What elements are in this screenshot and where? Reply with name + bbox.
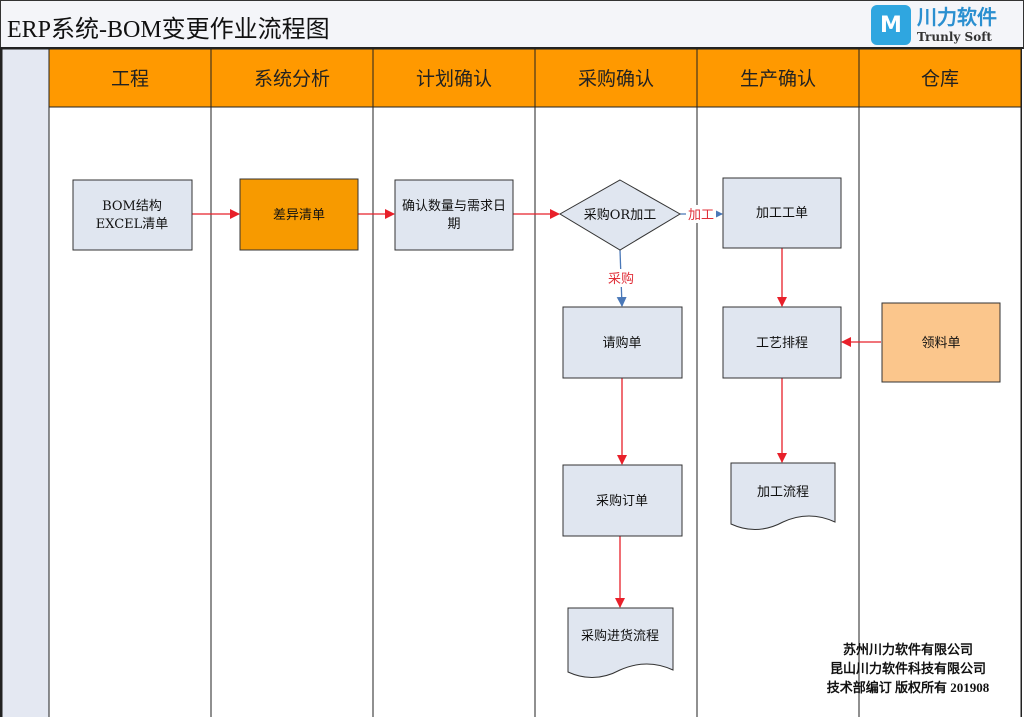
node-decision bbox=[559, 179, 681, 251]
edge-label-process: 加工 bbox=[688, 208, 714, 223]
company-logo: M 川力软件 Trunly Soft bbox=[871, 5, 997, 45]
node-routing bbox=[722, 306, 842, 379]
node-receiving-flow bbox=[567, 607, 674, 678]
node-label: 领料单 bbox=[921, 336, 960, 351]
node-label: 差异清单 bbox=[273, 208, 325, 223]
node-label: BOM结构 bbox=[102, 199, 162, 214]
swimlane: 工程 bbox=[48, 48, 212, 717]
swimlane: 计划确认 bbox=[372, 48, 536, 717]
node-label: 工艺排程 bbox=[756, 336, 808, 351]
swimlane-body bbox=[210, 48, 374, 717]
swimlane-title: 工程 bbox=[111, 68, 149, 90]
node-confirm-qty bbox=[394, 179, 514, 251]
title-bar: ERP系统-BOM变更作业流程图 M 川力软件 Trunly Soft bbox=[0, 0, 1024, 49]
logo-icon: M bbox=[871, 5, 911, 45]
swimlane-header bbox=[210, 48, 374, 108]
swimlane-header bbox=[372, 48, 536, 108]
swimlane: 采购确认 bbox=[534, 48, 698, 717]
page-title: ERP系统-BOM变更作业流程图 bbox=[7, 17, 330, 43]
node-label: 加工工单 bbox=[756, 206, 808, 221]
node-process-flow bbox=[730, 462, 836, 530]
swimlane-body bbox=[372, 48, 536, 717]
footer-line: 昆山川力软件科技有限公司 bbox=[829, 661, 986, 676]
swimlane-body bbox=[858, 48, 1022, 717]
node-label: 采购OR加工 bbox=[584, 207, 656, 223]
swimlane-title: 系统分析 bbox=[254, 68, 330, 90]
edge-label-purchase: 采购 bbox=[608, 271, 634, 287]
node-label: 采购订单 bbox=[596, 493, 648, 509]
node-picking bbox=[881, 302, 1001, 383]
footer-line: 苏州川力软件有限公司 bbox=[842, 642, 973, 657]
swimlane-body bbox=[48, 48, 212, 717]
swimlane-title: 仓库 bbox=[921, 68, 959, 90]
swimlane-title: 生产确认 bbox=[740, 68, 816, 90]
copyright-footer: 苏州川力软件有限公司 昆山川力软件科技有限公司 技术部编订 版权所有 20190… bbox=[808, 640, 1008, 697]
swimlane-header bbox=[858, 48, 1022, 108]
swimlane-body bbox=[696, 48, 860, 717]
node-diff-list bbox=[239, 178, 359, 251]
swimlane-title: 计划确认 bbox=[416, 68, 492, 90]
logo-subtitle: Trunly Soft bbox=[917, 30, 992, 44]
node-bom-excel bbox=[72, 179, 193, 251]
node-label: 确认数量与需求日 bbox=[402, 199, 506, 214]
node-requisition bbox=[562, 306, 683, 379]
node-work-order bbox=[722, 177, 842, 249]
node-label: 采购进货流程 bbox=[581, 628, 659, 644]
logo-name: 川力软件 bbox=[917, 5, 997, 29]
swimlane: 系统分析 bbox=[210, 48, 374, 717]
node-label: EXCEL清单 bbox=[96, 217, 169, 232]
swimlane: 仓库 bbox=[858, 48, 1022, 717]
swimlane-header bbox=[534, 48, 698, 108]
footer-line: 技术部编订 版权所有 201908 bbox=[826, 680, 990, 695]
left-margin-column bbox=[1, 48, 50, 717]
node-purchase-order bbox=[562, 464, 683, 537]
node-label: 期 bbox=[447, 217, 460, 232]
node-label: 加工流程 bbox=[757, 485, 809, 500]
node-label: 请购单 bbox=[602, 335, 641, 351]
swimlane: 生产确认 bbox=[696, 48, 860, 717]
swimlane-title: 采购确认 bbox=[578, 68, 654, 90]
